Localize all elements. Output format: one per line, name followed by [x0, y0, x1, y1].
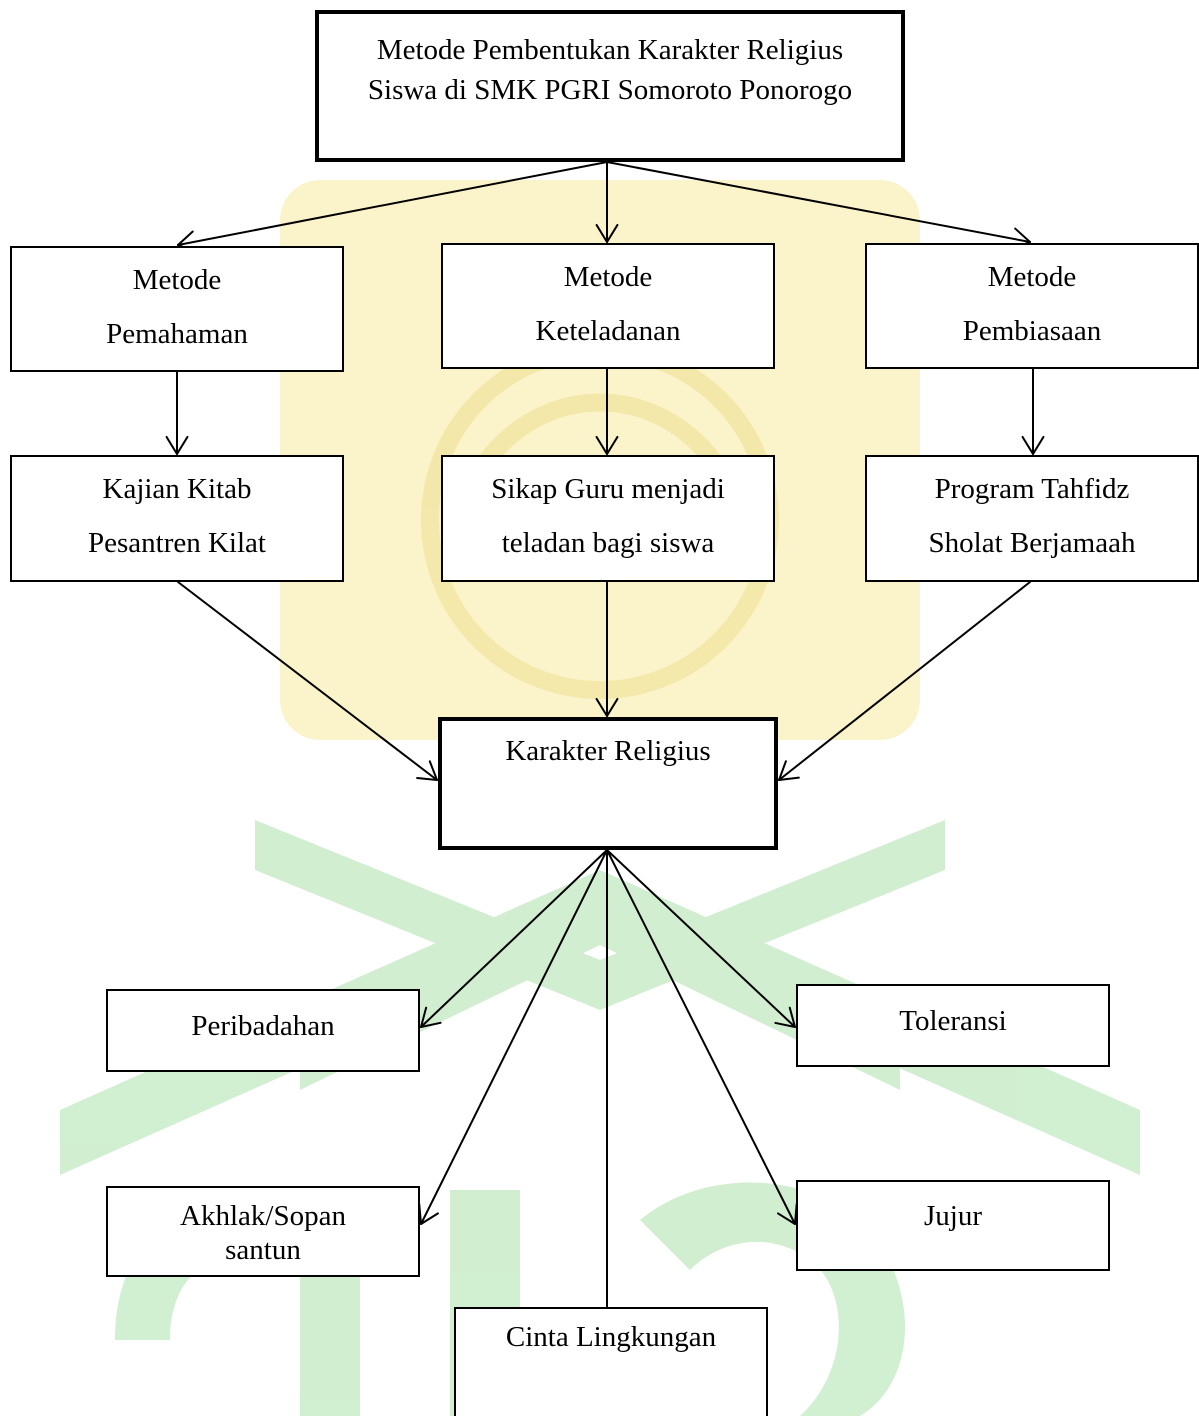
outcome-node-label: Cinta Lingkungan	[505, 1321, 717, 1353]
root-node-line-1: Metode Pembentukan Karakter Religius	[376, 34, 844, 66]
arrow-keteladanan-to-sikap	[595, 368, 619, 455]
root-node: Metode Pembentukan Karakter Religius Sis…	[315, 10, 905, 162]
arrow-tahfidz-to-center	[778, 581, 1031, 781]
outcome-node-jujur: Jujur	[796, 1180, 1110, 1271]
arrow-root-to-pembiasaan	[606, 161, 1031, 251]
arrow-center-to-peribadahan	[420, 849, 608, 1028]
arrow-sikap-to-center	[595, 581, 619, 717]
outcome-node-line-2: santun	[225, 1234, 301, 1266]
center-node-label: Karakter Religius	[505, 735, 711, 767]
activity-node-sikap-guru: Sikap Guru menjadi teladan bagi siswa	[441, 455, 775, 582]
arrow-pembiasaan-to-tahfidz	[1021, 368, 1045, 455]
method-node-line-1: Metode	[132, 264, 222, 296]
method-node-line-1: Metode	[563, 261, 653, 293]
arrow-center-to-akhlak	[418, 849, 608, 1225]
center-node-karakter-religius: Karakter Religius	[438, 717, 778, 850]
root-node-line-2: Siswa di SMK PGRI Somoroto Ponorogo	[367, 74, 853, 106]
outcome-node-label: Toleransi	[899, 1005, 1007, 1037]
method-node-keteladanan: Metode Keteladanan	[441, 243, 775, 369]
method-node-line-2: Keteladanan	[535, 315, 681, 347]
method-node-pemahaman: Metode Pemahaman	[10, 246, 344, 372]
activity-node-kajian: Kajian Kitab Pesantren Kilat	[10, 455, 344, 582]
arrow-root-to-pemahaman	[177, 161, 608, 254]
activity-node-tahfidz: Program Tahfidz Sholat Berjamaah	[865, 455, 1199, 582]
outcome-node-line-1: Akhlak/Sopan	[180, 1200, 346, 1232]
outcome-node-label: Jujur	[924, 1200, 982, 1232]
arrow-center-to-toleransi	[606, 849, 796, 1028]
arrow-pemahaman-to-kajian	[165, 371, 189, 455]
outcome-node-akhlak: Akhlak/Sopan santun	[106, 1186, 420, 1277]
method-node-line-2: Pembiasaan	[962, 315, 1102, 347]
arrow-center-to-jujur	[606, 849, 798, 1225]
method-node-pembiasaan: Metode Pembiasaan	[865, 243, 1199, 369]
arrow-kajian-to-center	[177, 581, 438, 781]
activity-node-line-2: teladan bagi siswa	[501, 527, 715, 559]
activity-node-line-1: Kajian Kitab	[102, 473, 252, 505]
arrow-center-to-cinta-lingkungan	[595, 849, 619, 1387]
activity-node-line-2: Sholat Berjamaah	[928, 527, 1136, 559]
outcome-node-toleransi: Toleransi	[796, 984, 1110, 1067]
arrow-root-to-keteladanan	[595, 161, 619, 243]
outcome-node-peribadahan: Peribadahan	[106, 989, 420, 1072]
activity-node-line-1: Program Tahfidz	[934, 473, 1130, 505]
outcome-node-label: Peribadahan	[191, 1010, 335, 1042]
activity-node-line-2: Pesantren Kilat	[88, 527, 266, 559]
method-node-line-2: Pemahaman	[106, 318, 248, 350]
outcome-node-cinta-lingkungan: Cinta Lingkungan	[454, 1307, 768, 1416]
method-node-line-1: Metode	[987, 261, 1077, 293]
activity-node-line-1: Sikap Guru menjadi	[491, 473, 725, 505]
